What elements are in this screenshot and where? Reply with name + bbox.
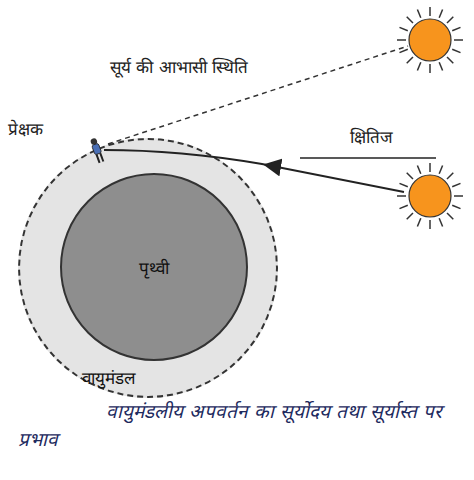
sun-ray bbox=[400, 49, 408, 52]
sun-ray bbox=[447, 173, 453, 179]
actual-sun bbox=[397, 163, 463, 229]
horizon-line bbox=[300, 157, 436, 159]
sun-ray bbox=[429, 7, 431, 16]
sun-ray bbox=[429, 163, 431, 172]
apparent-position-label: सूर्य की आभासी स्थिति bbox=[110, 56, 250, 79]
sun-ray bbox=[407, 213, 413, 219]
apparent-sun bbox=[397, 7, 463, 73]
sun-ray bbox=[400, 183, 408, 186]
sun-ray bbox=[452, 27, 460, 30]
sun-disc bbox=[409, 19, 451, 61]
horizon-label: क्षितिज bbox=[350, 126, 393, 149]
sun-ray bbox=[452, 49, 460, 52]
earth-label: पृथ्वी bbox=[139, 256, 169, 279]
sun-ray bbox=[417, 218, 420, 226]
earth-circle: पृथ्वी bbox=[60, 173, 248, 361]
sun-ray bbox=[429, 220, 431, 229]
sun-ray bbox=[400, 205, 408, 208]
sun-ray bbox=[397, 195, 406, 197]
sun-ray bbox=[439, 218, 442, 226]
ray-arrowhead bbox=[272, 166, 278, 167]
sun-ray bbox=[454, 195, 463, 197]
sun-ray bbox=[447, 213, 453, 219]
sun-ray bbox=[439, 62, 442, 70]
region-label: वायुमंडल bbox=[82, 366, 136, 389]
sun-ray bbox=[407, 17, 413, 23]
sun-ray bbox=[439, 166, 442, 174]
sun-ray bbox=[454, 39, 463, 41]
observer-label: प्रेक्षक bbox=[8, 118, 43, 141]
sun-ray bbox=[439, 10, 442, 18]
sun-ray bbox=[452, 205, 460, 208]
sun-disc bbox=[409, 175, 451, 217]
sun-ray bbox=[447, 17, 453, 23]
sun-ray bbox=[447, 57, 453, 63]
sun-ray bbox=[407, 57, 413, 63]
sun-ray bbox=[407, 173, 413, 179]
sun-ray bbox=[400, 27, 408, 30]
sun-ray bbox=[429, 64, 431, 73]
sun-ray bbox=[452, 183, 460, 186]
sun-ray bbox=[417, 166, 420, 174]
sun-ray bbox=[417, 62, 420, 70]
sun-ray bbox=[417, 10, 420, 18]
sun-ray bbox=[397, 39, 406, 41]
figure-caption: वायुमंडलीय अपवर्तन का सूर्योदय तथा सूर्य… bbox=[18, 398, 458, 453]
atmosphere-region: वायुमंडल पृथ्वी bbox=[18, 138, 278, 398]
